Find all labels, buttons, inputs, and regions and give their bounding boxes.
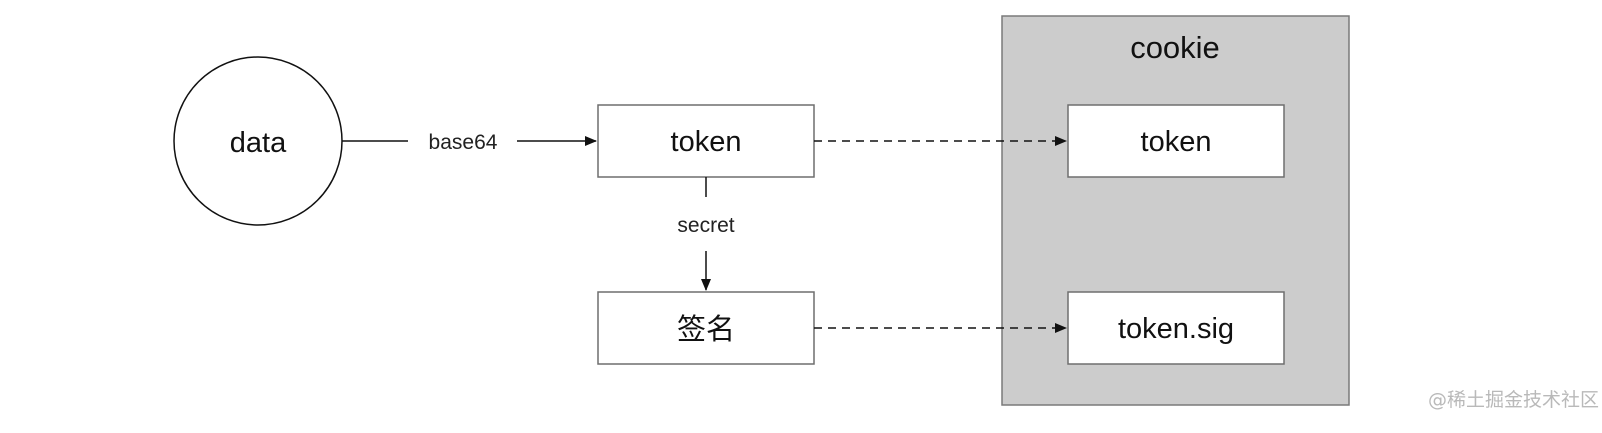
cookie-container-label: cookie — [1130, 30, 1220, 65]
edge-label-base64: base64 — [429, 131, 498, 154]
token-node-label: token — [671, 126, 742, 158]
token-node: token — [597, 104, 815, 178]
cookie-token-sig-node: token.sig — [1067, 291, 1285, 365]
cookie-token-node: token — [1067, 104, 1285, 178]
cookie-token-label: token — [1141, 126, 1212, 158]
signature-node: 签名 — [597, 291, 815, 365]
data-node: data — [173, 56, 343, 226]
watermark-text: @稀土掘金技术社区 — [1428, 389, 1599, 411]
edge-label-secret: secret — [677, 214, 734, 237]
edge-data-to-token: base64 — [342, 131, 597, 154]
signature-node-label: 签名 — [677, 313, 735, 346]
edge-token-to-signature: secret — [677, 177, 735, 291]
cookie-token-sig-label: token.sig — [1118, 313, 1234, 345]
data-node-label: data — [230, 127, 287, 159]
